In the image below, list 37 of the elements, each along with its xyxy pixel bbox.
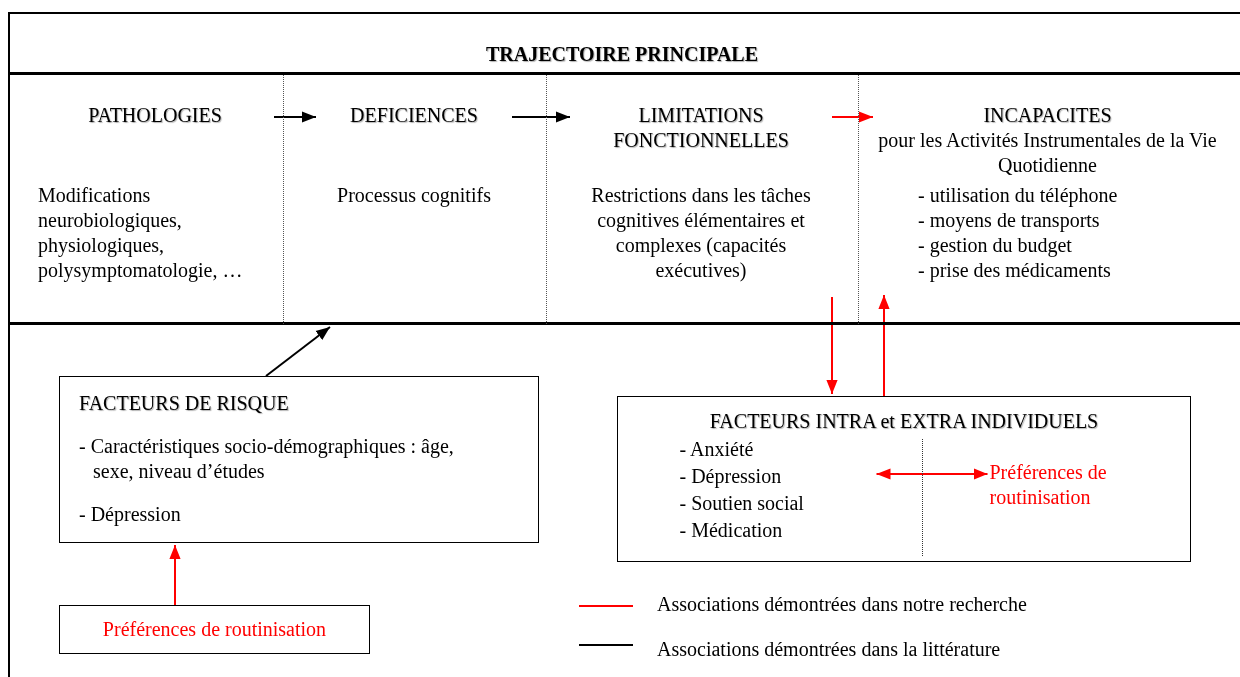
heading-text: FACTEURS DE RISQUE — [79, 391, 290, 416]
arrow — [831, 111, 874, 123]
list-item: - Anxiété — [679, 436, 755, 462]
text-box — [59, 605, 370, 654]
heading-text: DEFICIENCES — [349, 103, 479, 128]
heading-text: Préférences de routinisation — [989, 459, 1108, 510]
heading-text: INCAPACITES — [982, 103, 1113, 128]
list-item: - Soutien social — [679, 490, 805, 516]
list-item: - gestion du budget — [917, 233, 1073, 258]
list-item: - moyens de transports — [917, 208, 1101, 233]
arrow — [875, 468, 989, 480]
body-text: Modifications neurobiologiques, physiologiques, polysymptomatologie, … — [38, 183, 244, 283]
header-band — [8, 12, 1240, 325]
info-box — [59, 376, 539, 543]
arrow — [511, 111, 571, 123]
list-item: - prise des médicaments — [917, 258, 1112, 283]
list-item: - Dépression — [679, 463, 783, 490]
arrow — [265, 326, 331, 377]
heading-text: FACTEURS INTRA et EXTRA INDIVIDUELS — [708, 409, 1100, 434]
heading-text: PATHOLOGIES — [87, 103, 223, 128]
arrow — [826, 296, 838, 395]
info-box — [617, 396, 1191, 562]
legend-text: Associations démontrées dans la littérature — [657, 637, 1001, 662]
band-title: TRAJECTOIRE PRINCIPALE — [484, 42, 760, 67]
body-text: - Dépression — [79, 502, 182, 527]
arrow — [878, 294, 890, 397]
arrow — [273, 111, 317, 123]
body-text: Restrictions dans les tâches cognitives élémentaires et complexes (capacités exécutives) — [590, 183, 812, 283]
body-text: pour les Activités Instrumentales de la Vie Quotidienne — [877, 128, 1218, 178]
body-text: - Caractéristiques socio-démographiques : âge, sexe, niveau d’études — [79, 434, 455, 484]
legend-text: Associations démontrées dans notre recherche — [657, 592, 1027, 617]
list-item: - utilisation du téléphone — [917, 183, 1119, 208]
heading-text: Préférences de routinisation — [101, 617, 328, 642]
arrow — [169, 544, 181, 606]
heading-text: LIMITATIONS FONCTIONNELLES — [612, 103, 790, 153]
list-item: - Médication — [679, 517, 784, 543]
body-text: Processus cognitifs — [336, 183, 492, 208]
